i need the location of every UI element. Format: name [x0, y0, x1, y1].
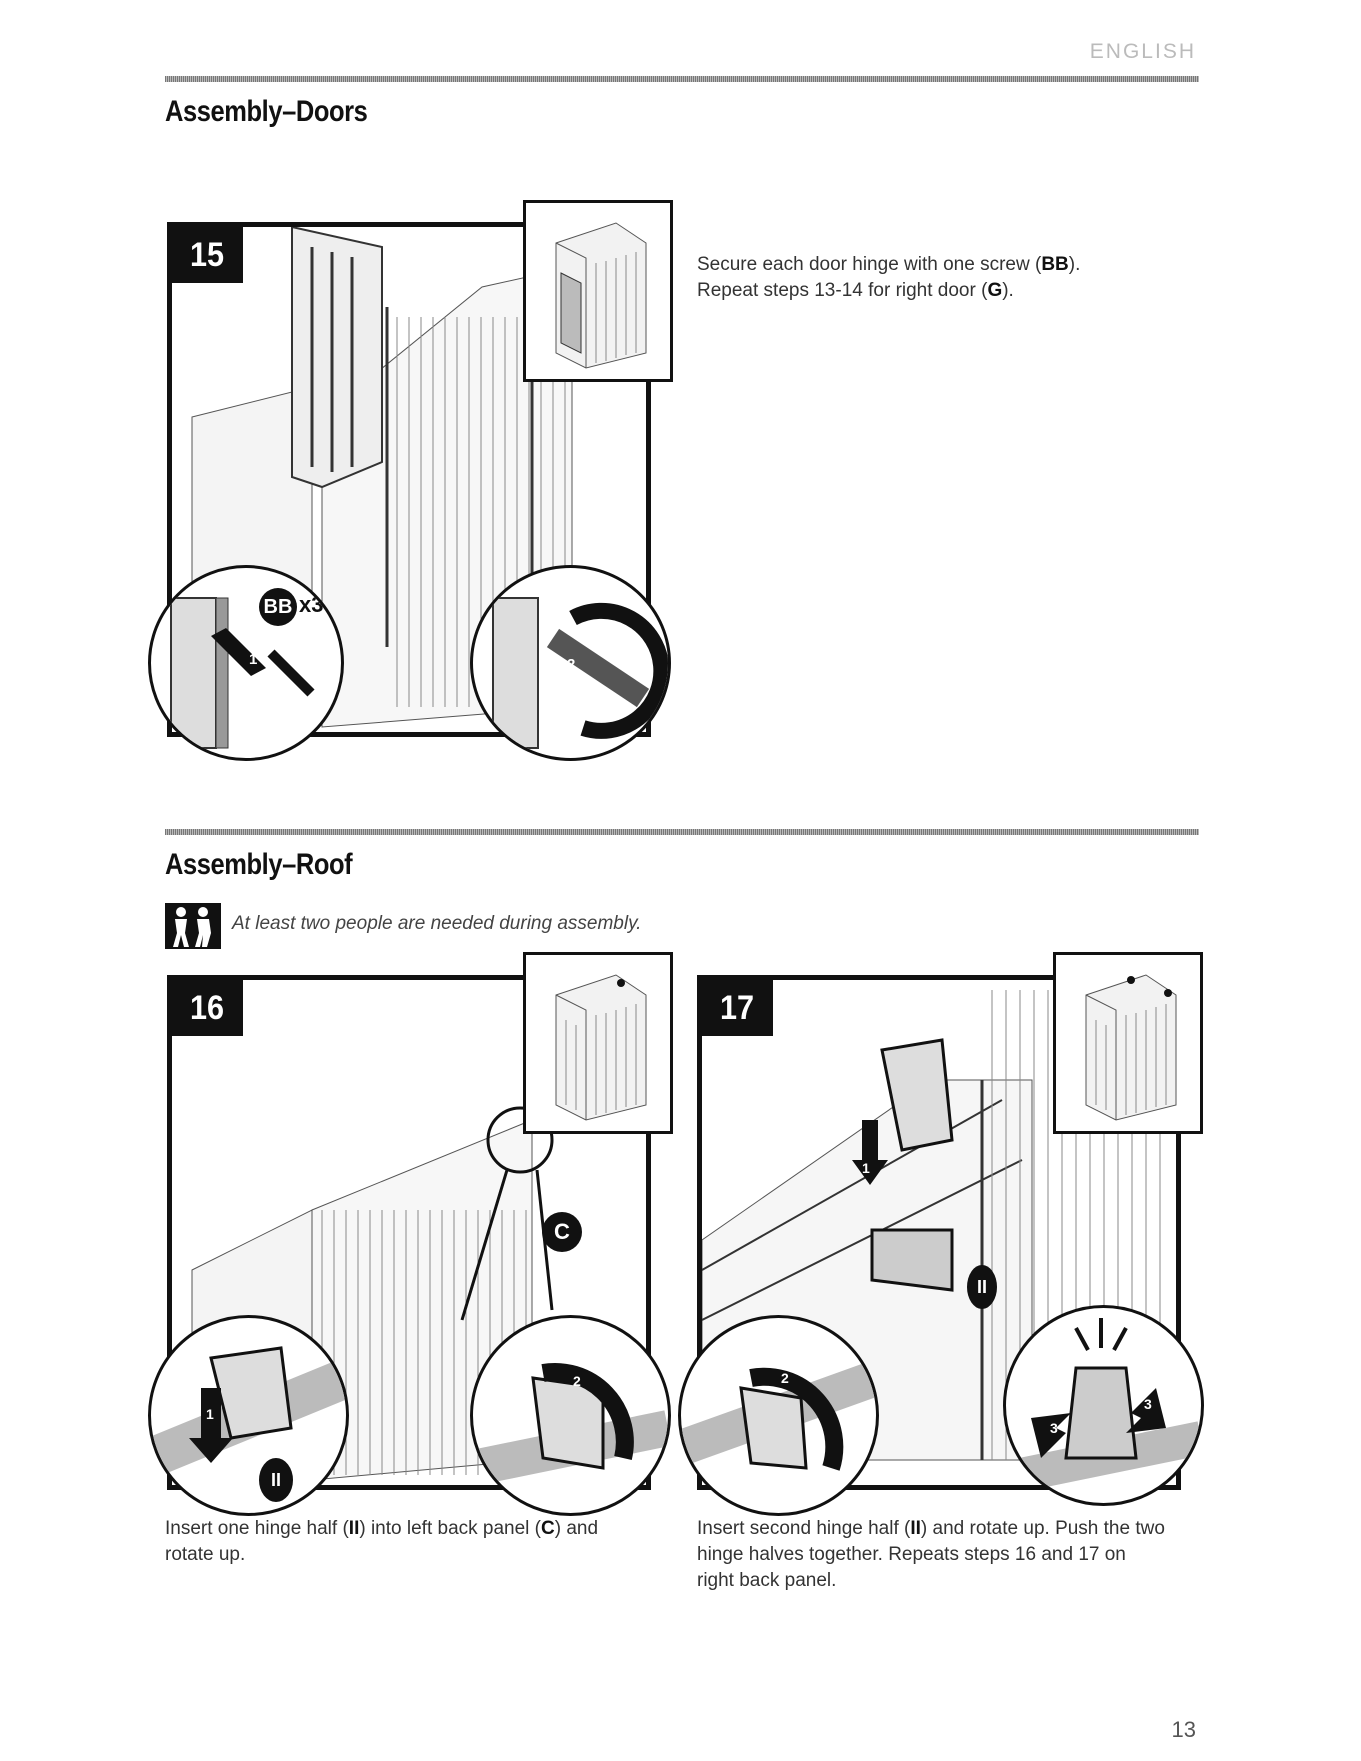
screwdriver-illustration [492, 597, 668, 749]
step-17-instructions: Insert second hinge half (II) and rotate… [697, 1518, 1165, 1591]
step-15-zoom-left: BB x3 1 [148, 565, 344, 761]
mid-rule [165, 829, 1199, 835]
step-15-zoom-right: 2 [470, 565, 671, 761]
instruction-line-2: Repeat steps 13-14 for right door (G). [697, 280, 1014, 301]
arrow-2-label: 2 [781, 1370, 789, 1386]
step-17-number: 17 [701, 980, 773, 1036]
second-hinge-rotate-illustration [681, 1361, 876, 1471]
hinge-rotate-illustration [473, 1363, 668, 1486]
step-17-zoom-left: 2 [678, 1315, 879, 1516]
top-rule [165, 76, 1199, 82]
step-17-zoom-right: 3 3 [1003, 1305, 1204, 1506]
shed-icon [555, 222, 647, 369]
arrow-3-label-right: 3 [1144, 1396, 1152, 1412]
screw-insert-illustration [170, 597, 315, 749]
arrow-2-label: 2 [567, 656, 576, 673]
step-16-shed-thumbnail [523, 952, 673, 1134]
ii-badge: II [967, 1265, 997, 1309]
language-label: ENGLISH [1089, 40, 1196, 63]
step-15-shed-thumbnail [523, 200, 673, 382]
step-16-number: 16 [171, 980, 243, 1036]
step-16-zoom-right: 2 [470, 1315, 671, 1516]
quantity-label: x3 [299, 592, 324, 617]
section-title-roof: Assembly–Roof [165, 848, 353, 881]
hinge-insert-illustration [151, 1346, 346, 1477]
c-badge: C [542, 1212, 582, 1252]
arrow-1-label: 1 [249, 651, 258, 668]
arrow-1-label: 1 [862, 1160, 870, 1176]
push-together-illustration [1006, 1318, 1201, 1495]
step-15-instructions: Secure each door hinge with one screw (B… [697, 252, 1157, 304]
step-17-shed-thumbnail [1053, 952, 1203, 1134]
two-people-icon [165, 903, 221, 949]
section-title-doors: Assembly–Doors [165, 95, 368, 128]
step-16-instructions: Insert one hinge half (II) into left bac… [165, 1518, 599, 1565]
safety-note: At least two people are needed during as… [232, 913, 642, 934]
page-number: 13 [1171, 1717, 1196, 1742]
shed-icon [555, 974, 647, 1121]
arrow-3-label-left: 3 [1050, 1420, 1058, 1436]
step-15-number: 15 [171, 227, 243, 283]
bb-badge: BB [259, 588, 297, 626]
shed-icon [1085, 974, 1177, 1121]
arrow-2-label: 2 [573, 1373, 581, 1389]
instruction-line-1: Secure each door hinge with one screw (B… [697, 254, 1081, 275]
ii-badge: II [259, 1458, 293, 1502]
step-16-zoom-left: II 1 [148, 1315, 349, 1516]
arrow-1-label: 1 [206, 1406, 214, 1422]
